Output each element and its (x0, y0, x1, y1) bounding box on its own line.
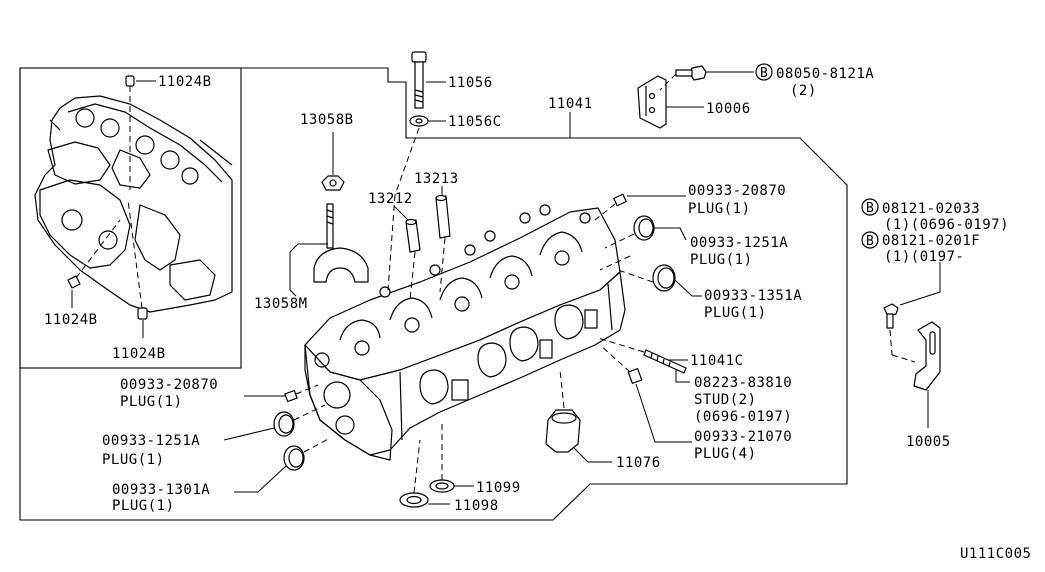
label-stud-qty: STUD(2) (694, 392, 757, 408)
plug-icon-00933-20870-top (613, 193, 627, 207)
label-08223-83810: 08223-83810 (694, 375, 792, 391)
label-08121-0201f: 08121-0201F (882, 233, 980, 249)
plug-icon-00933-1251a-right (633, 215, 655, 241)
label-00933-20870-top: 00933-20870 (688, 183, 786, 199)
circled-b-icon-08121-0201f: B (861, 231, 879, 249)
svg-text:B: B (760, 66, 768, 81)
label-00933-1251a-left: 00933-1251A (102, 433, 200, 449)
label-00933-1301a: 00933-1301A (112, 482, 210, 498)
plug-icon-00933-1251a-left (273, 411, 295, 437)
label-00933-1351a: 00933-1351A (704, 288, 802, 304)
label-00933-1251a-right: 00933-1251A (690, 235, 788, 251)
stud-icon-11041c (643, 349, 687, 374)
label-10005: 10005 (906, 434, 951, 450)
main-frame (19, 67, 848, 521)
label-08121-02033: 08121-02033 (882, 201, 980, 217)
bolt-icon-11056 (411, 51, 427, 109)
label-11041c: 11041C (690, 353, 744, 369)
label-00933-21070: 00933-21070 (694, 429, 792, 445)
svg-text:B: B (866, 201, 874, 216)
label-11056c: 11056C (448, 114, 502, 130)
label-plug-l2: PLUG(1) (102, 452, 165, 468)
circled-b-icon: B (755, 63, 773, 81)
label-plug-l3: PLUG(1) (112, 498, 175, 514)
bearing-cap-icon (313, 247, 369, 283)
plug-icon-00933-1301a (283, 445, 305, 471)
valve-guide-icon-13212 (405, 218, 421, 253)
label-plug4: PLUG(4) (694, 446, 757, 462)
label-10006: 10006 (706, 101, 751, 117)
label-08050-qty: (2) (790, 83, 817, 99)
label-00933-20870-left: 00933-20870 (120, 377, 218, 393)
plug-icon-00933-20870-left (284, 389, 298, 403)
label-08121-0201f-sub: (1)(0197- (884, 249, 964, 265)
label-plug-r1: PLUG(1) (690, 252, 753, 268)
label-08121-02033-sub: (1)(0696-0197) (884, 217, 1009, 233)
washer-icon-11098 (399, 492, 429, 508)
cylinder-head-icon (304, 204, 626, 461)
label-11076: 11076 (616, 455, 661, 471)
label-stud-date: (0696-0197) (694, 409, 792, 425)
label-13058m: 13058M (254, 296, 308, 312)
label-13212: 13212 (368, 191, 413, 207)
bolt-icon-08050 (675, 65, 707, 81)
label-13213: 13213 (414, 171, 459, 187)
stud-icon-13058m (326, 203, 334, 249)
washer-icon-11099 (429, 479, 455, 493)
plug-icon-11076 (545, 409, 581, 453)
label-08050-8121a: 08050-8121A (776, 66, 874, 82)
circled-b-icon-08121-02033: B (861, 198, 879, 216)
label-plug-r2: PLUG(1) (704, 305, 767, 321)
bracket-icon-10006 (637, 75, 667, 129)
label-11098: 11098 (454, 498, 499, 514)
diagram-code: U111C005 (960, 546, 1031, 562)
inset-label-11024b-left: 11024B (44, 312, 98, 328)
nut-icon-13058b (321, 175, 345, 191)
label-13058b: 13058B (300, 112, 354, 128)
inset-label-11024b-top: 11024B (158, 74, 212, 90)
bolt-icon-08121 (883, 303, 899, 329)
inset-cylinder-head-icon (34, 75, 233, 320)
inset-frame (19, 67, 242, 369)
label-plug-l1: PLUG(1) (120, 394, 183, 410)
label-11099: 11099 (476, 480, 521, 496)
bracket-icon-10005 (913, 321, 941, 391)
plug-icon-00933-1351a (652, 264, 676, 292)
valve-guide-icon-13213 (435, 194, 451, 239)
inset-label-11024b-bottom: 11024B (112, 346, 166, 362)
washer-icon-11056c (409, 115, 429, 127)
svg-text:B: B (866, 234, 874, 249)
label-11041: 11041 (548, 96, 593, 112)
label-plug-top: PLUG(1) (688, 201, 751, 217)
label-11056: 11056 (448, 75, 493, 91)
plug-icon-00933-21070 (627, 368, 643, 384)
